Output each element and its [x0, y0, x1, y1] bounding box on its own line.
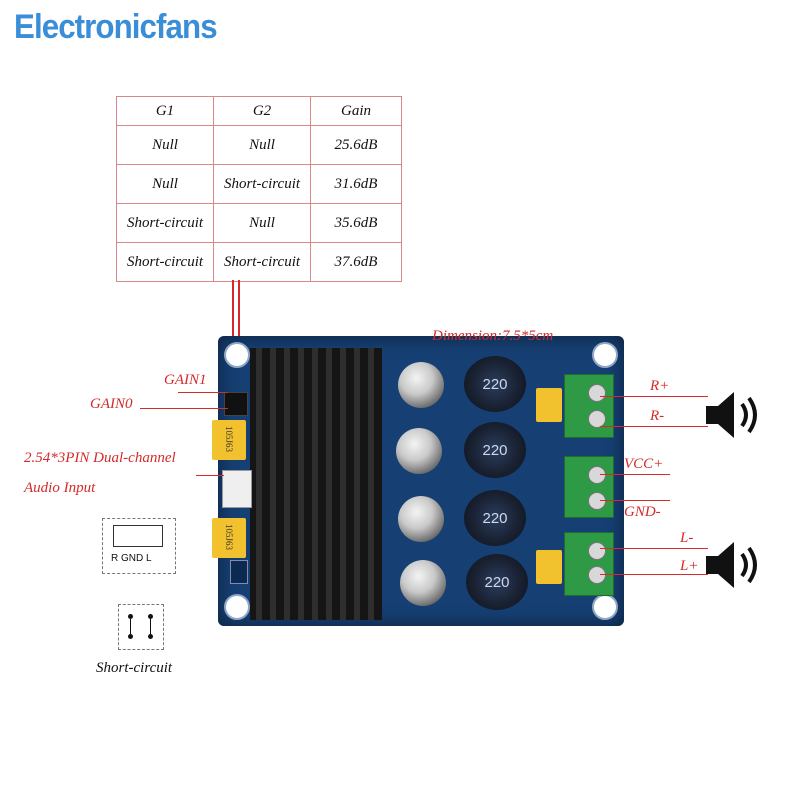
gnd-line	[600, 500, 670, 501]
screw-terminal	[588, 566, 606, 584]
table-cell: 25.6dB	[310, 125, 402, 165]
short-circuit-pads	[230, 560, 248, 584]
table-row: Short-circuit Null 35.6dB	[116, 203, 402, 243]
audio-input-label: 2.54*3PIN Dual-channel	[24, 450, 176, 466]
short-circuit-label: Short-circuit	[96, 660, 173, 676]
audio-input-label-2: Audio Input	[24, 480, 96, 496]
table-cell: 31.6dB	[310, 164, 402, 204]
capacitor	[398, 362, 444, 408]
r-minus-label: R-	[650, 408, 665, 424]
terminal-block-left	[564, 532, 614, 596]
mount-hole	[592, 594, 618, 620]
gnd-minus-label: GND-	[624, 504, 661, 520]
capacitor	[396, 428, 442, 474]
inductor-coil: 220	[464, 422, 526, 478]
r-plus-line	[600, 396, 708, 397]
pointer-line	[238, 280, 240, 390]
table-cell: Null	[116, 125, 214, 165]
table-row: Short-circuit Short-circuit 37.6dB	[116, 242, 402, 282]
table-cell: Null	[116, 164, 214, 204]
table-row: Null Null 25.6dB	[116, 125, 402, 165]
connector-diagram: R GND L	[102, 518, 176, 574]
gain-table: G1 G2 Gain Null Null 25.6dB Null Short-c…	[116, 96, 402, 282]
table-header-row: G1 G2 Gain	[116, 96, 402, 126]
capacitor	[400, 560, 446, 606]
connector-pin-labels: R GND L	[111, 553, 152, 564]
gain0-label: GAIN0	[90, 396, 133, 412]
connector-outline	[113, 525, 163, 547]
table-cell: 35.6dB	[310, 203, 402, 243]
vcc-line	[600, 474, 670, 475]
screw-terminal	[588, 384, 606, 402]
r-plus-label: R+	[650, 378, 670, 394]
terminal-block-right	[564, 374, 614, 438]
r-minus-line	[600, 426, 708, 427]
film-capacitor	[536, 388, 562, 422]
speaker-icon	[706, 392, 757, 438]
mount-hole	[224, 342, 250, 368]
table-cell: 37.6dB	[310, 242, 402, 282]
table-cell: Short-circuit	[116, 203, 214, 243]
l-plus-line	[600, 574, 708, 575]
inductor-coil: 220	[464, 490, 526, 546]
heatsink	[250, 348, 382, 620]
gain1-line	[178, 392, 228, 393]
film-capacitor: 105J63	[212, 420, 246, 460]
film-capacitor-label: 105J63	[223, 425, 234, 453]
dimension-label: Dimension:7.5*5cm	[432, 328, 554, 344]
header-cell: G1	[116, 96, 214, 126]
mount-hole	[592, 342, 618, 368]
mount-hole	[224, 594, 250, 620]
gain0-line	[140, 408, 228, 409]
gain-pin-header	[224, 392, 248, 416]
input-line	[196, 475, 224, 476]
vcc-plus-label: VCC+	[624, 456, 664, 472]
header-cell: Gain	[310, 96, 402, 126]
screw-terminal	[588, 410, 606, 428]
table-cell: Short-circuit	[116, 242, 214, 282]
short-circuit-diagram	[118, 604, 164, 650]
speaker-icon	[706, 542, 757, 588]
film-capacitor: 105J63	[212, 518, 246, 558]
brand-logo: Electronicfans	[14, 8, 218, 46]
table-cell: Null	[213, 125, 311, 165]
inductor-coil: 220	[464, 356, 526, 412]
l-minus-label: L-	[680, 530, 694, 546]
screw-terminal	[588, 492, 606, 510]
screw-terminal	[588, 542, 606, 560]
inductor-coil: 220	[466, 554, 528, 610]
screw-terminal	[588, 466, 606, 484]
table-row: Null Short-circuit 31.6dB	[116, 164, 402, 204]
header-cell: G2	[213, 96, 311, 126]
table-cell: Short-circuit	[213, 242, 311, 282]
film-capacitor-label: 105J63	[223, 523, 234, 551]
l-plus-label: L+	[680, 558, 699, 574]
terminal-block-power	[564, 456, 614, 518]
table-cell: Short-circuit	[213, 164, 311, 204]
film-capacitor	[536, 550, 562, 584]
table-cell: Null	[213, 203, 311, 243]
audio-input-connector	[222, 470, 252, 508]
capacitor	[398, 496, 444, 542]
l-minus-line	[600, 548, 708, 549]
gain1-label: GAIN1	[164, 372, 207, 388]
